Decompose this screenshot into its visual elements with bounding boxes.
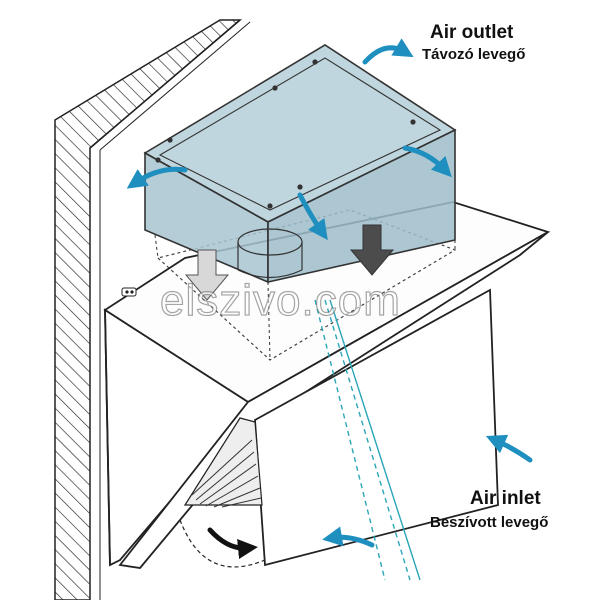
watermark: elszivo.com <box>159 275 401 325</box>
air-inlet-arrows <box>322 434 533 548</box>
air-inlet-label: Air inlet <box>470 488 541 509</box>
filter-box <box>143 44 457 361</box>
air-outlet-arrows <box>126 38 452 241</box>
air-inflow-arrows <box>184 224 395 301</box>
air-outlet-label: Air outlet <box>430 22 514 43</box>
air-outlet-label-hu: Távozó levegő <box>422 46 526 63</box>
front-panel <box>179 288 499 568</box>
panel-swing-arrow <box>207 527 258 559</box>
axis-guides <box>314 299 421 581</box>
wall <box>54 19 251 600</box>
air-inlet-label-hu: Beszívott levegő <box>430 514 549 531</box>
